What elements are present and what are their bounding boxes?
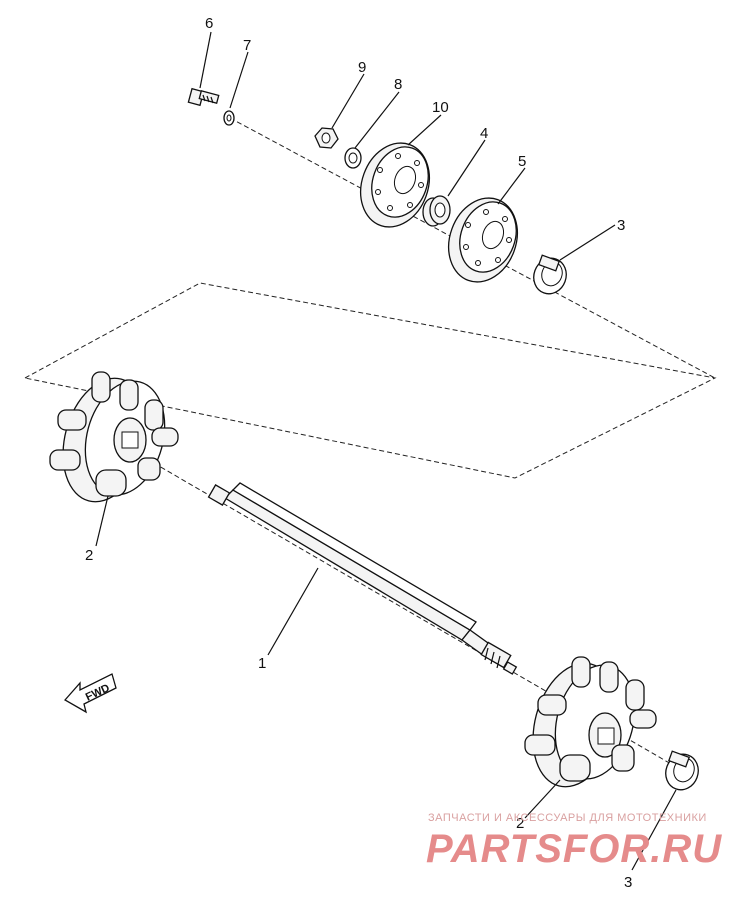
leader-line-7 (229, 51, 249, 109)
callout-7: 7 (243, 37, 251, 54)
clamp-part-upper (533, 254, 567, 295)
flange-plate-part (360, 142, 430, 228)
reference-plane-outline (23, 282, 717, 479)
callout-2-right: 2 (516, 815, 524, 832)
leader-line-5 (497, 167, 526, 205)
callout-8: 8 (394, 76, 402, 93)
leader-line-2b (524, 779, 561, 819)
leader-line-8 (354, 91, 400, 149)
watermark-tagline: ЗАПЧАСТИ И АКСЕССУАРЫ ДЛЯ МОТОТЕХНИКИ (428, 812, 707, 824)
leader-line-10 (407, 114, 442, 146)
callout-4: 4 (480, 125, 488, 142)
leader-line-9 (331, 73, 365, 129)
bearing-flange-part (448, 197, 518, 283)
callout-5: 5 (518, 153, 526, 170)
bolt-part (187, 87, 220, 107)
callout-2-left: 2 (85, 547, 93, 564)
sprocket-wheel-right (524, 656, 657, 788)
bearing-part (422, 195, 451, 227)
lock-washer-part (344, 147, 362, 169)
leader-line-1 (267, 567, 319, 656)
callout-3-upper: 3 (617, 217, 625, 234)
callout-9: 9 (358, 59, 366, 76)
clamp-part-lower (665, 750, 699, 791)
nut-part (314, 127, 339, 149)
watermark-brand: PARTSFOR.RU (426, 827, 722, 871)
leader-line-3a (559, 224, 616, 261)
axle-shaft (207, 482, 518, 675)
leader-line-4 (447, 139, 486, 197)
callout-10: 10 (432, 99, 449, 116)
callout-1: 1 (258, 655, 266, 672)
leader-line-6 (199, 31, 212, 89)
leader-line-2a (95, 495, 109, 547)
callout-3-lower: 3 (624, 874, 632, 891)
sprocket-wheel-left (49, 371, 179, 503)
leader-line-3b (631, 789, 677, 871)
washer-part (223, 110, 235, 126)
callout-6: 6 (205, 15, 213, 32)
forward-direction-arrow: FWD (63, 673, 117, 714)
